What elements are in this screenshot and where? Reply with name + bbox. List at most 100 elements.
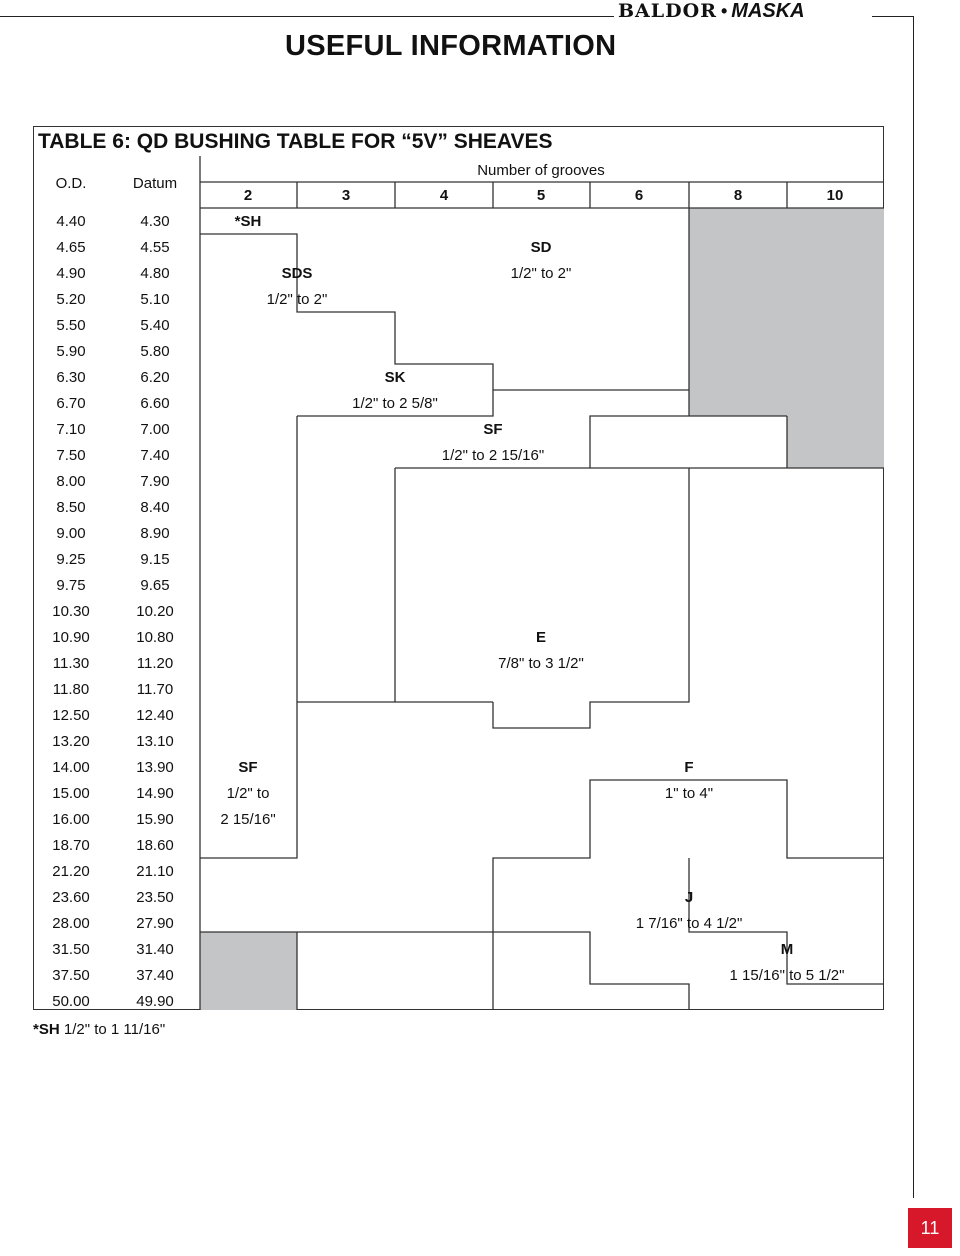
logo-separator: • bbox=[720, 0, 728, 21]
header-rule-right bbox=[872, 16, 914, 17]
od-cell: 23.60 bbox=[52, 889, 90, 906]
groove-col-5: 5 bbox=[536, 187, 546, 204]
page-number-badge: 11 bbox=[908, 1208, 952, 1248]
od-cell: 14.00 bbox=[52, 759, 90, 776]
od-cell: 21.20 bbox=[52, 863, 90, 880]
datum-cell: 9.65 bbox=[140, 577, 170, 594]
bushing-f-label: F bbox=[684, 759, 694, 776]
od-cell: 10.90 bbox=[52, 629, 90, 646]
datum-cell: 10.80 bbox=[136, 629, 174, 646]
datum-cell: 5.10 bbox=[140, 291, 170, 308]
datum-cell: 13.90 bbox=[136, 759, 174, 776]
logo-maska: MASKA bbox=[731, 0, 805, 22]
od-cell: 5.90 bbox=[56, 343, 86, 360]
od-cell: 4.65 bbox=[56, 239, 86, 256]
od-cell: 18.70 bbox=[52, 837, 90, 854]
bushing-sf-lower-label: SF bbox=[238, 759, 258, 776]
logo-baldor: BALDOR bbox=[618, 0, 717, 22]
groove-col-3: 3 bbox=[341, 187, 351, 204]
groove-col-10: 10 bbox=[826, 187, 844, 204]
od-cell: 31.50 bbox=[52, 941, 90, 958]
datum-cell: 10.20 bbox=[136, 603, 174, 620]
datum-cell: 7.90 bbox=[140, 473, 170, 490]
datum-cell: 11.20 bbox=[136, 655, 174, 672]
datum-cell: 49.90 bbox=[136, 993, 174, 1010]
datum-cell: 8.90 bbox=[140, 525, 170, 542]
bushing-sds-range: 1/2" to 2" bbox=[266, 291, 328, 308]
col-datum-header: Datum bbox=[132, 175, 178, 192]
unavailable-cell-block-bottom-left bbox=[200, 932, 297, 1010]
bushing-sk-range: 1/2" to 2 5/8" bbox=[352, 395, 438, 412]
datum-cell: 18.60 bbox=[136, 837, 174, 854]
bushing-sf-lower-range-2: 2 15/16" bbox=[220, 811, 276, 828]
bushing-table-frame bbox=[33, 126, 884, 1010]
datum-cell: 13.10 bbox=[136, 733, 174, 750]
brand-logo: BALDOR • MASKA bbox=[618, 0, 805, 22]
od-cell: 6.70 bbox=[56, 395, 86, 412]
od-cell: 15.00 bbox=[52, 785, 90, 802]
od-cell: 11.30 bbox=[52, 655, 90, 672]
od-cell: 5.50 bbox=[56, 317, 86, 334]
od-cell: 6.30 bbox=[56, 369, 86, 386]
unavailable-cell-block-top-right-lower bbox=[787, 416, 884, 468]
bushing-sf-lower-range-1: 1/2" to bbox=[226, 785, 270, 802]
groove-col-4: 4 bbox=[439, 187, 449, 204]
footnote-range: 1/2" to 1 11/16" bbox=[63, 1021, 166, 1038]
groove-col-2: 2 bbox=[243, 187, 253, 204]
datum-cell: 6.20 bbox=[140, 369, 170, 386]
od-cell: 12.50 bbox=[52, 707, 90, 724]
od-cell: 28.00 bbox=[52, 915, 90, 932]
header-rule-left bbox=[0, 16, 614, 17]
od-cell: 10.30 bbox=[52, 603, 90, 620]
grid-lines bbox=[199, 156, 884, 1010]
footnote: *SH 1/2" to 1 11/16" bbox=[33, 1021, 165, 1038]
od-cell: 9.75 bbox=[56, 577, 86, 594]
od-cell: 16.00 bbox=[52, 811, 90, 828]
page-title: USEFUL INFORMATION bbox=[285, 30, 617, 62]
od-cell: 5.20 bbox=[56, 291, 86, 308]
bushing-sk-label: SK bbox=[384, 369, 406, 386]
datum-cell: 4.55 bbox=[140, 239, 170, 256]
od-cell: 50.00 bbox=[52, 993, 90, 1010]
bushing-m-range: 1 15/16" to 5 1/2" bbox=[729, 967, 845, 984]
datum-cell: 12.40 bbox=[136, 707, 174, 724]
footnote-sh: *SH bbox=[33, 1021, 60, 1038]
datum-cell: 37.40 bbox=[136, 967, 174, 984]
datum-cell: 4.80 bbox=[140, 265, 170, 282]
datum-cell: 4.30 bbox=[140, 213, 170, 230]
datum-cell: 5.80 bbox=[140, 343, 170, 360]
datum-cell: 15.90 bbox=[136, 811, 174, 828]
od-cell: 37.50 bbox=[52, 967, 90, 984]
unavailable-cells bbox=[200, 208, 884, 1010]
bushing-e-label: E bbox=[535, 629, 547, 646]
datum-cell: 31.40 bbox=[136, 941, 174, 958]
od-cell: 11.80 bbox=[52, 681, 90, 698]
bushing-sf-upper-label: SF bbox=[483, 421, 503, 438]
od-cell: 4.40 bbox=[56, 213, 86, 230]
datum-cell: 9.15 bbox=[140, 551, 170, 568]
datum-cell: 5.40 bbox=[140, 317, 170, 334]
datum-cell: 6.60 bbox=[140, 395, 170, 412]
bushing-sd-label: SD bbox=[530, 239, 552, 256]
unavailable-cell-block-top-right bbox=[689, 208, 884, 416]
datum-cell: 21.10 bbox=[136, 863, 174, 880]
col-od-header: O.D. bbox=[55, 175, 87, 192]
groove-col-8: 8 bbox=[733, 187, 743, 204]
bushing-sd-range: 1/2" to 2" bbox=[510, 265, 572, 282]
od-cell: 4.90 bbox=[56, 265, 86, 282]
bushing-e-range: 7/8" to 3 1/2" bbox=[498, 655, 584, 672]
bushing-j-range: 1 7/16" to 4 1/2" bbox=[635, 915, 743, 932]
od-cell: 7.10 bbox=[56, 421, 86, 438]
bushing-m-label: M bbox=[780, 941, 794, 958]
datum-cell: 23.50 bbox=[136, 889, 174, 906]
datum-cell: 8.40 bbox=[140, 499, 170, 516]
table-title: TABLE 6: QD BUSHING TABLE FOR “5V” SHEAV… bbox=[38, 130, 553, 153]
groove-col-6: 6 bbox=[634, 187, 644, 204]
od-cell: 7.50 bbox=[56, 447, 86, 464]
od-cell: 9.00 bbox=[56, 525, 86, 542]
od-cell: 9.25 bbox=[56, 551, 86, 568]
od-cell: 8.00 bbox=[56, 473, 86, 490]
page-frame-right bbox=[913, 16, 914, 1198]
bushing-f-range: 1" to 4" bbox=[664, 785, 714, 802]
